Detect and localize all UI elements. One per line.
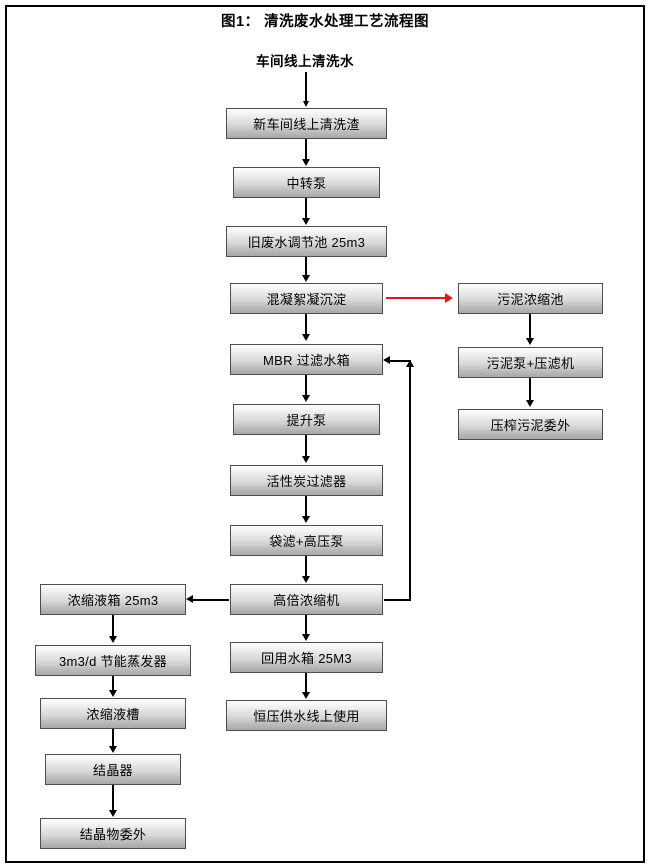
node-l1[interactable]: 浓缩液箱 25m3 — [40, 584, 186, 615]
node-n1[interactable]: 新车间线上清洗渣 — [226, 108, 387, 139]
node-n4[interactable]: 混凝絮凝沉淀 — [230, 283, 383, 314]
connector-r1-to-r2 — [529, 314, 531, 338]
node-l3[interactable]: 浓缩液槽 — [40, 698, 186, 729]
connector-l3-to-l4 — [112, 729, 114, 747]
connector-recycle-top — [390, 359, 411, 362]
connector-n9-to-n10 — [305, 615, 307, 635]
arrowhead-n8-to-n9 — [301, 576, 310, 583]
arrowhead-r1-to-r2 — [525, 338, 534, 345]
source-label: 车间线上清洗水 — [256, 54, 354, 69]
arrowhead-n5-to-n6 — [301, 395, 310, 402]
node-n9[interactable]: 高倍浓缩机 — [230, 584, 383, 615]
node-l2[interactable]: 3m3/d 节能蒸发器 — [35, 645, 191, 676]
arrowhead-source-to-n1 — [302, 101, 309, 107]
connector-recycle-bottom — [384, 598, 411, 601]
node-r3[interactable]: 压榨污泥委外 — [458, 409, 603, 440]
arrowhead-r2-to-r3 — [525, 400, 534, 407]
arrowhead-l3-to-l4 — [108, 746, 117, 753]
node-n3[interactable]: 旧废水调节池 25m3 — [226, 226, 387, 257]
node-n5[interactable]: MBR 过滤水箱 — [230, 344, 383, 375]
arrowhead-n9-to-l1 — [186, 594, 193, 603]
arrowhead-l4-to-l5 — [108, 810, 117, 817]
arrowhead-n6-to-n7 — [301, 456, 310, 463]
connector-l4-to-l5 — [112, 785, 114, 810]
node-r2[interactable]: 污泥泵+压滤机 — [458, 347, 603, 378]
connector-n7-to-n8 — [305, 496, 307, 518]
connector-n10-to-n11 — [305, 673, 307, 693]
connector-n8-to-n9 — [305, 556, 307, 577]
arrowhead-n4-to-n5 — [301, 334, 310, 341]
page-title: 图1： 清洗废水处理工艺流程图 — [220, 14, 430, 30]
connector-n4-to-r1 — [386, 297, 446, 299]
connector-n4-to-n5 — [305, 314, 307, 335]
connector-l1-to-l2 — [112, 615, 114, 637]
node-n6[interactable]: 提升泵 — [233, 404, 380, 435]
connector-n2-to-n3 — [305, 198, 307, 219]
arrowhead-recycle-to-n5 — [383, 355, 390, 364]
node-n2[interactable]: 中转泵 — [233, 167, 380, 198]
node-n7[interactable]: 活性炭过滤器 — [230, 465, 383, 496]
arrowhead-n9-to-n10 — [301, 634, 310, 641]
arrowhead-n7-to-n8 — [301, 516, 310, 523]
connector-n6-to-n7 — [305, 435, 307, 457]
connector-recycle-riser — [409, 367, 411, 599]
arrowhead-recycle-riser — [405, 360, 414, 367]
node-r1[interactable]: 污泥浓缩池 — [458, 283, 603, 314]
connector-n1-to-n2 — [305, 139, 307, 160]
arrowhead-n4-to-r1 — [445, 293, 453, 303]
arrowhead-n2-to-n3 — [301, 218, 310, 225]
arrowhead-n3-to-n4 — [301, 275, 310, 282]
arrowhead-n1-to-n2 — [301, 159, 310, 166]
connector-r2-to-r3 — [529, 378, 531, 400]
connector-l2-to-l3 — [112, 676, 114, 691]
connector-n9-to-l1 — [192, 598, 229, 601]
arrowhead-l1-to-l2 — [108, 636, 117, 643]
node-n10[interactable]: 回用水箱 25M3 — [230, 642, 383, 673]
connector-source-to-n1 — [305, 72, 307, 102]
connector-n5-to-n6 — [305, 375, 307, 396]
node-l4[interactable]: 结晶器 — [45, 754, 181, 785]
arrowhead-l2-to-l3 — [108, 690, 117, 697]
arrowhead-n10-to-n11 — [301, 692, 310, 699]
node-n11[interactable]: 恒压供水线上使用 — [226, 700, 387, 731]
node-l5[interactable]: 结晶物委外 — [40, 818, 186, 849]
node-n8[interactable]: 袋滤+高压泵 — [230, 525, 383, 556]
connector-n3-to-n4 — [305, 257, 307, 276]
